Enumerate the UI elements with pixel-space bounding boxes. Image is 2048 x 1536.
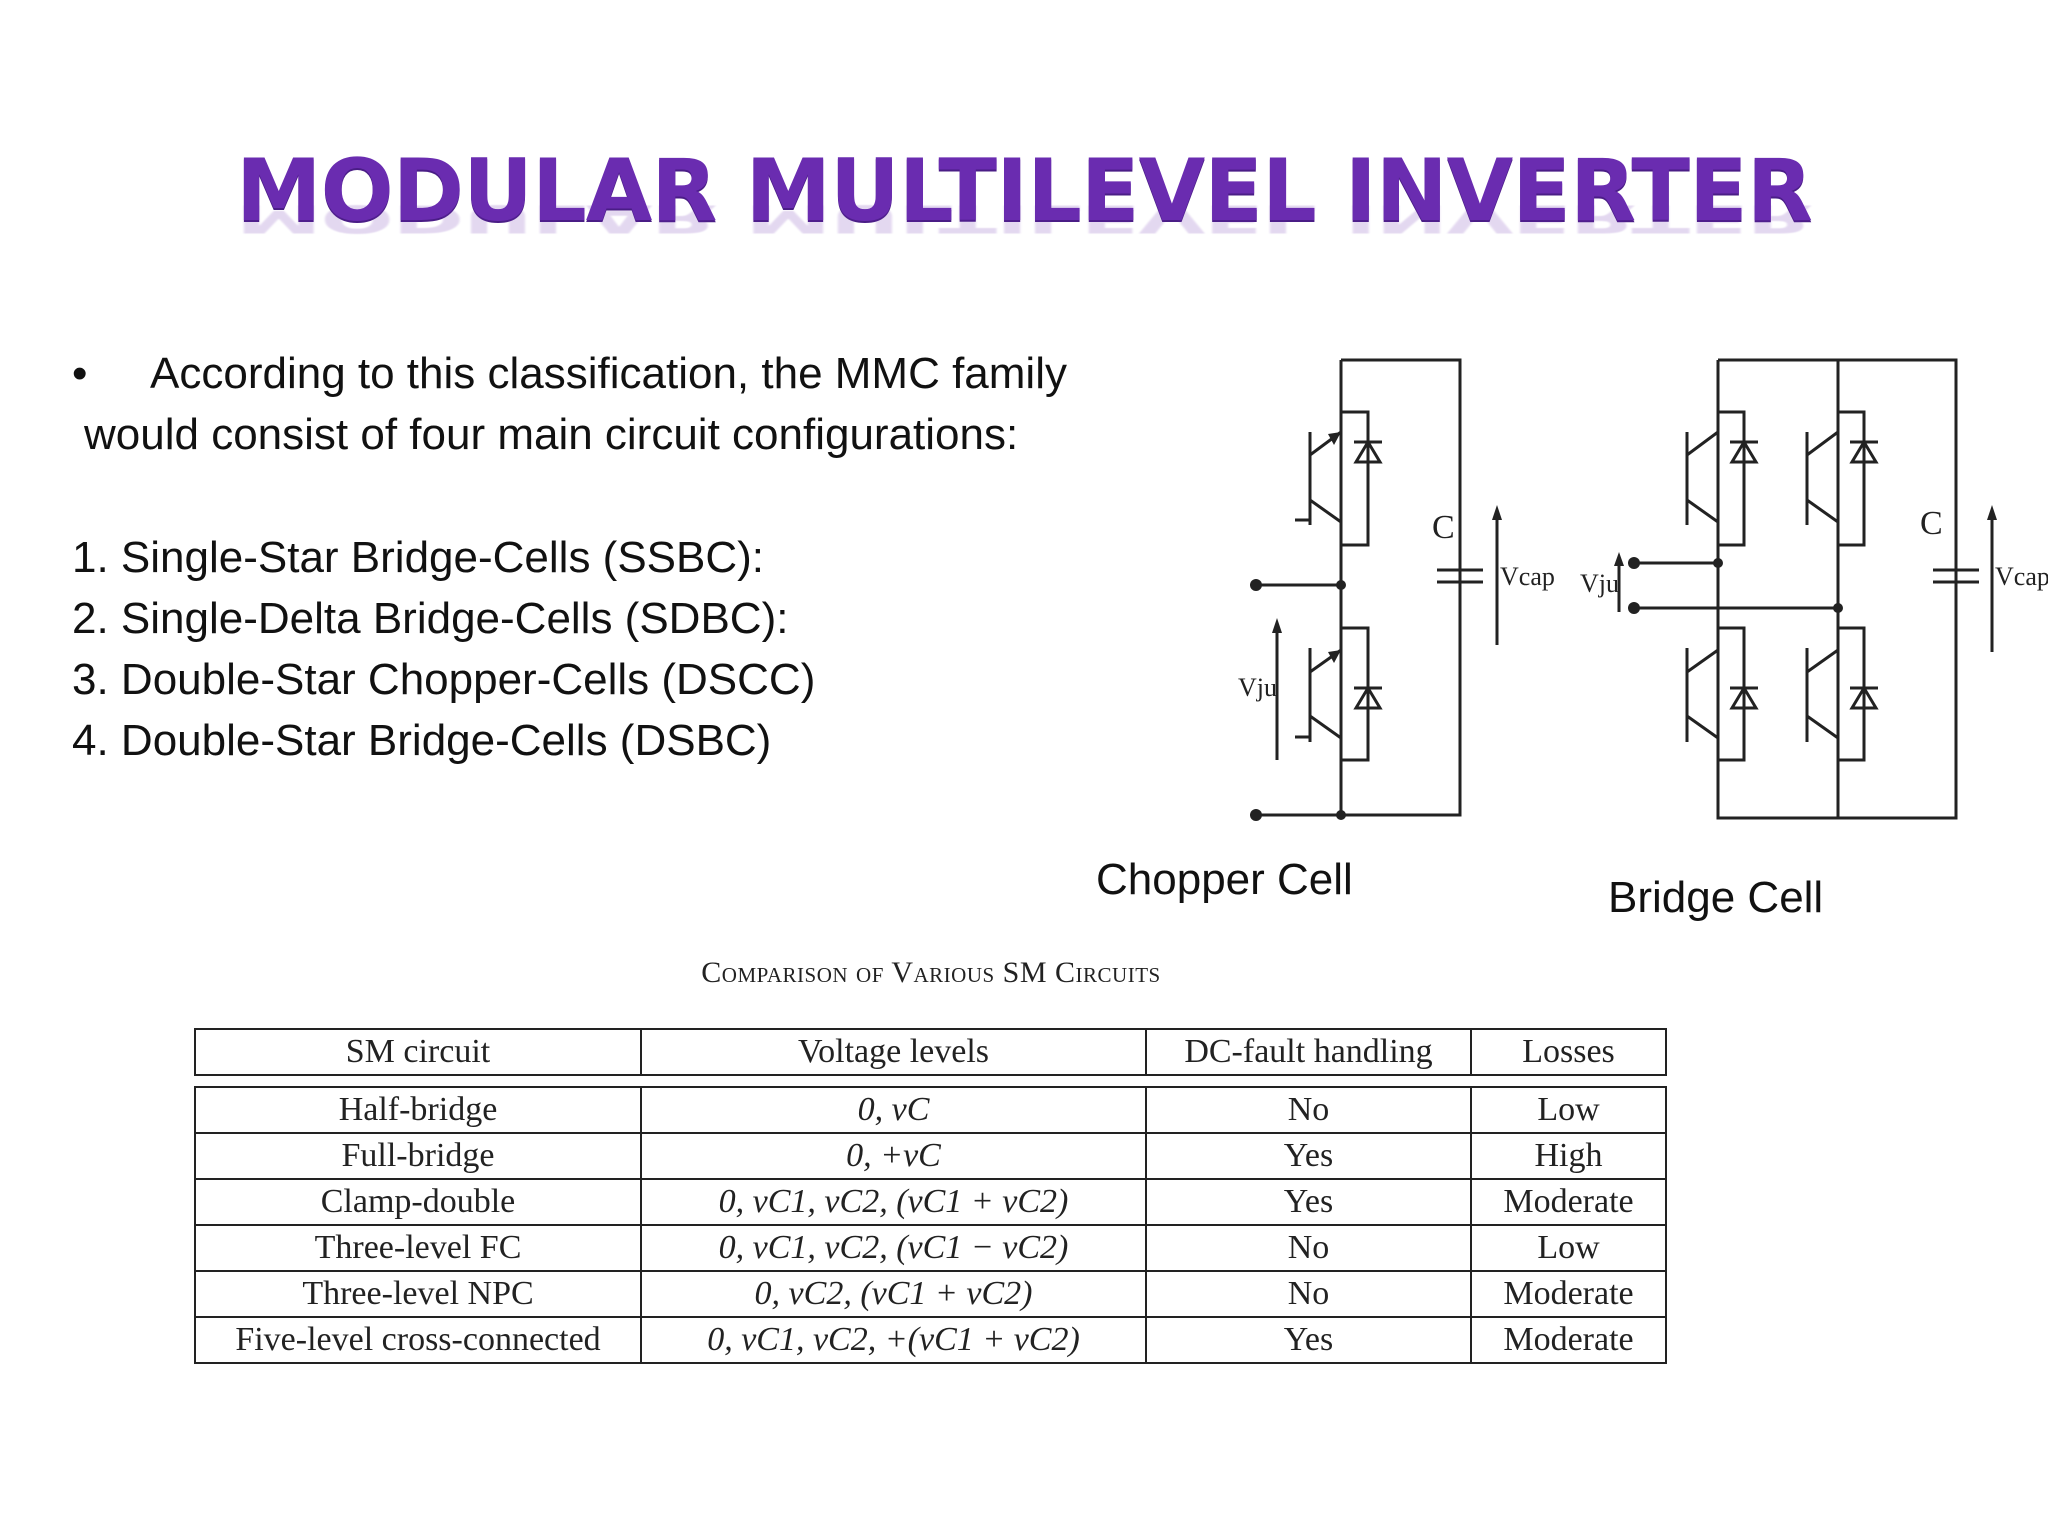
comparison-table-header: SM circuit Voltage levels DC-fault handl… bbox=[194, 1028, 1667, 1076]
cell-losses: Low bbox=[1470, 1086, 1667, 1134]
slide-title: Modular Multilevel Inverter bbox=[236, 141, 1813, 241]
table-row: Three-level NPC 0, vC2, (vC1 + vC2) No M… bbox=[194, 1270, 1667, 1318]
cell-voltage-levels: 0, vC bbox=[640, 1086, 1147, 1134]
bridge-vju-label: Vju bbox=[1580, 569, 1619, 598]
table-row: Half-bridge 0, vC No Low bbox=[194, 1086, 1667, 1134]
header-sm-circuit: SM circuit bbox=[194, 1028, 642, 1076]
table-row: Full-bridge 0, +vC Yes High bbox=[194, 1132, 1667, 1180]
comparison-table: Half-bridge 0, vC No Low Full-bridge 0, … bbox=[194, 1086, 1667, 1364]
config-item-4: 4. Double-Star Bridge-Cells (DSBC) bbox=[72, 716, 772, 765]
cell-sm-circuit: Half-bridge bbox=[194, 1086, 642, 1134]
cell-voltage-levels: 0, vC1, vC2, (vC1 + vC2) bbox=[640, 1178, 1147, 1226]
cell-dc-fault: No bbox=[1145, 1270, 1472, 1318]
cell-sm-circuit: Full-bridge bbox=[194, 1132, 642, 1180]
table-row: Clamp-double 0, vC1, vC2, (vC1 + vC2) Ye… bbox=[194, 1178, 1667, 1226]
intro-line-2: would consist of four main circuit confi… bbox=[84, 410, 1019, 459]
cell-voltage-levels: 0, vC1, vC2, +(vC1 + vC2) bbox=[640, 1316, 1147, 1364]
chopper-vju-label: Vju bbox=[1238, 673, 1277, 702]
cell-dc-fault: No bbox=[1145, 1086, 1472, 1134]
config-item-2: 2. Single-Delta Bridge-Cells (SDBC): bbox=[72, 594, 789, 643]
cell-sm-circuit: Clamp-double bbox=[194, 1178, 642, 1226]
cell-sm-circuit: Three-level FC bbox=[194, 1224, 642, 1272]
header-dc-fault-handling: DC-fault handling bbox=[1145, 1028, 1472, 1076]
chopper-vcap-label: Vcap bbox=[1500, 562, 1555, 591]
chopper-cell-caption: Chopper Cell bbox=[1096, 855, 1353, 904]
config-item-3: 3. Double-Star Chopper-Cells (DSCC) bbox=[72, 655, 816, 704]
table-row: Five-level cross-connected 0, vC1, vC2, … bbox=[194, 1316, 1667, 1364]
cell-voltage-levels: 0, +vC bbox=[640, 1132, 1147, 1180]
header-losses: Losses bbox=[1470, 1028, 1667, 1076]
bridge-cell-caption: Bridge Cell bbox=[1608, 873, 1824, 922]
chopper-cell-diagram: C Vcap Vju bbox=[1238, 358, 1555, 821]
cell-dc-fault: Yes bbox=[1145, 1132, 1472, 1180]
intro-line-1: According to this classification, the MM… bbox=[150, 349, 1067, 398]
cell-losses: Moderate bbox=[1470, 1178, 1667, 1226]
table-title: Comparison of Various SM Circuits bbox=[701, 956, 1161, 989]
bridge-vcap-label: Vcap bbox=[1995, 562, 2048, 591]
bullet-marker: • bbox=[72, 349, 88, 398]
chopper-capacitor-label: C bbox=[1432, 509, 1455, 546]
cell-sm-circuit: Three-level NPC bbox=[194, 1270, 642, 1318]
cell-losses: High bbox=[1470, 1132, 1667, 1180]
table-header-row: SM circuit Voltage levels DC-fault handl… bbox=[194, 1028, 1667, 1076]
cell-voltage-levels: 0, vC1, vC2, (vC1 − vC2) bbox=[640, 1224, 1147, 1272]
config-item-1: 1. Single-Star Bridge-Cells (SSBC): bbox=[72, 533, 765, 582]
bridge-cell-diagram: C Vcap Vju bbox=[1580, 358, 2048, 820]
table-row: Three-level FC 0, vC1, vC2, (vC1 − vC2) … bbox=[194, 1224, 1667, 1272]
cell-losses: Low bbox=[1470, 1224, 1667, 1272]
cell-dc-fault: Yes bbox=[1145, 1316, 1472, 1364]
cell-dc-fault: No bbox=[1145, 1224, 1472, 1272]
cell-sm-circuit: Five-level cross-connected bbox=[194, 1316, 642, 1364]
bridge-capacitor-label: C bbox=[1920, 505, 1943, 542]
cell-dc-fault: Yes bbox=[1145, 1178, 1472, 1226]
cell-losses: Moderate bbox=[1470, 1270, 1667, 1318]
cell-losses: Moderate bbox=[1470, 1316, 1667, 1364]
slide-title-reflection: Modular Multilevel Inverter bbox=[236, 196, 1812, 242]
header-voltage-levels: Voltage levels bbox=[640, 1028, 1147, 1076]
cell-voltage-levels: 0, vC2, (vC1 + vC2) bbox=[640, 1270, 1147, 1318]
